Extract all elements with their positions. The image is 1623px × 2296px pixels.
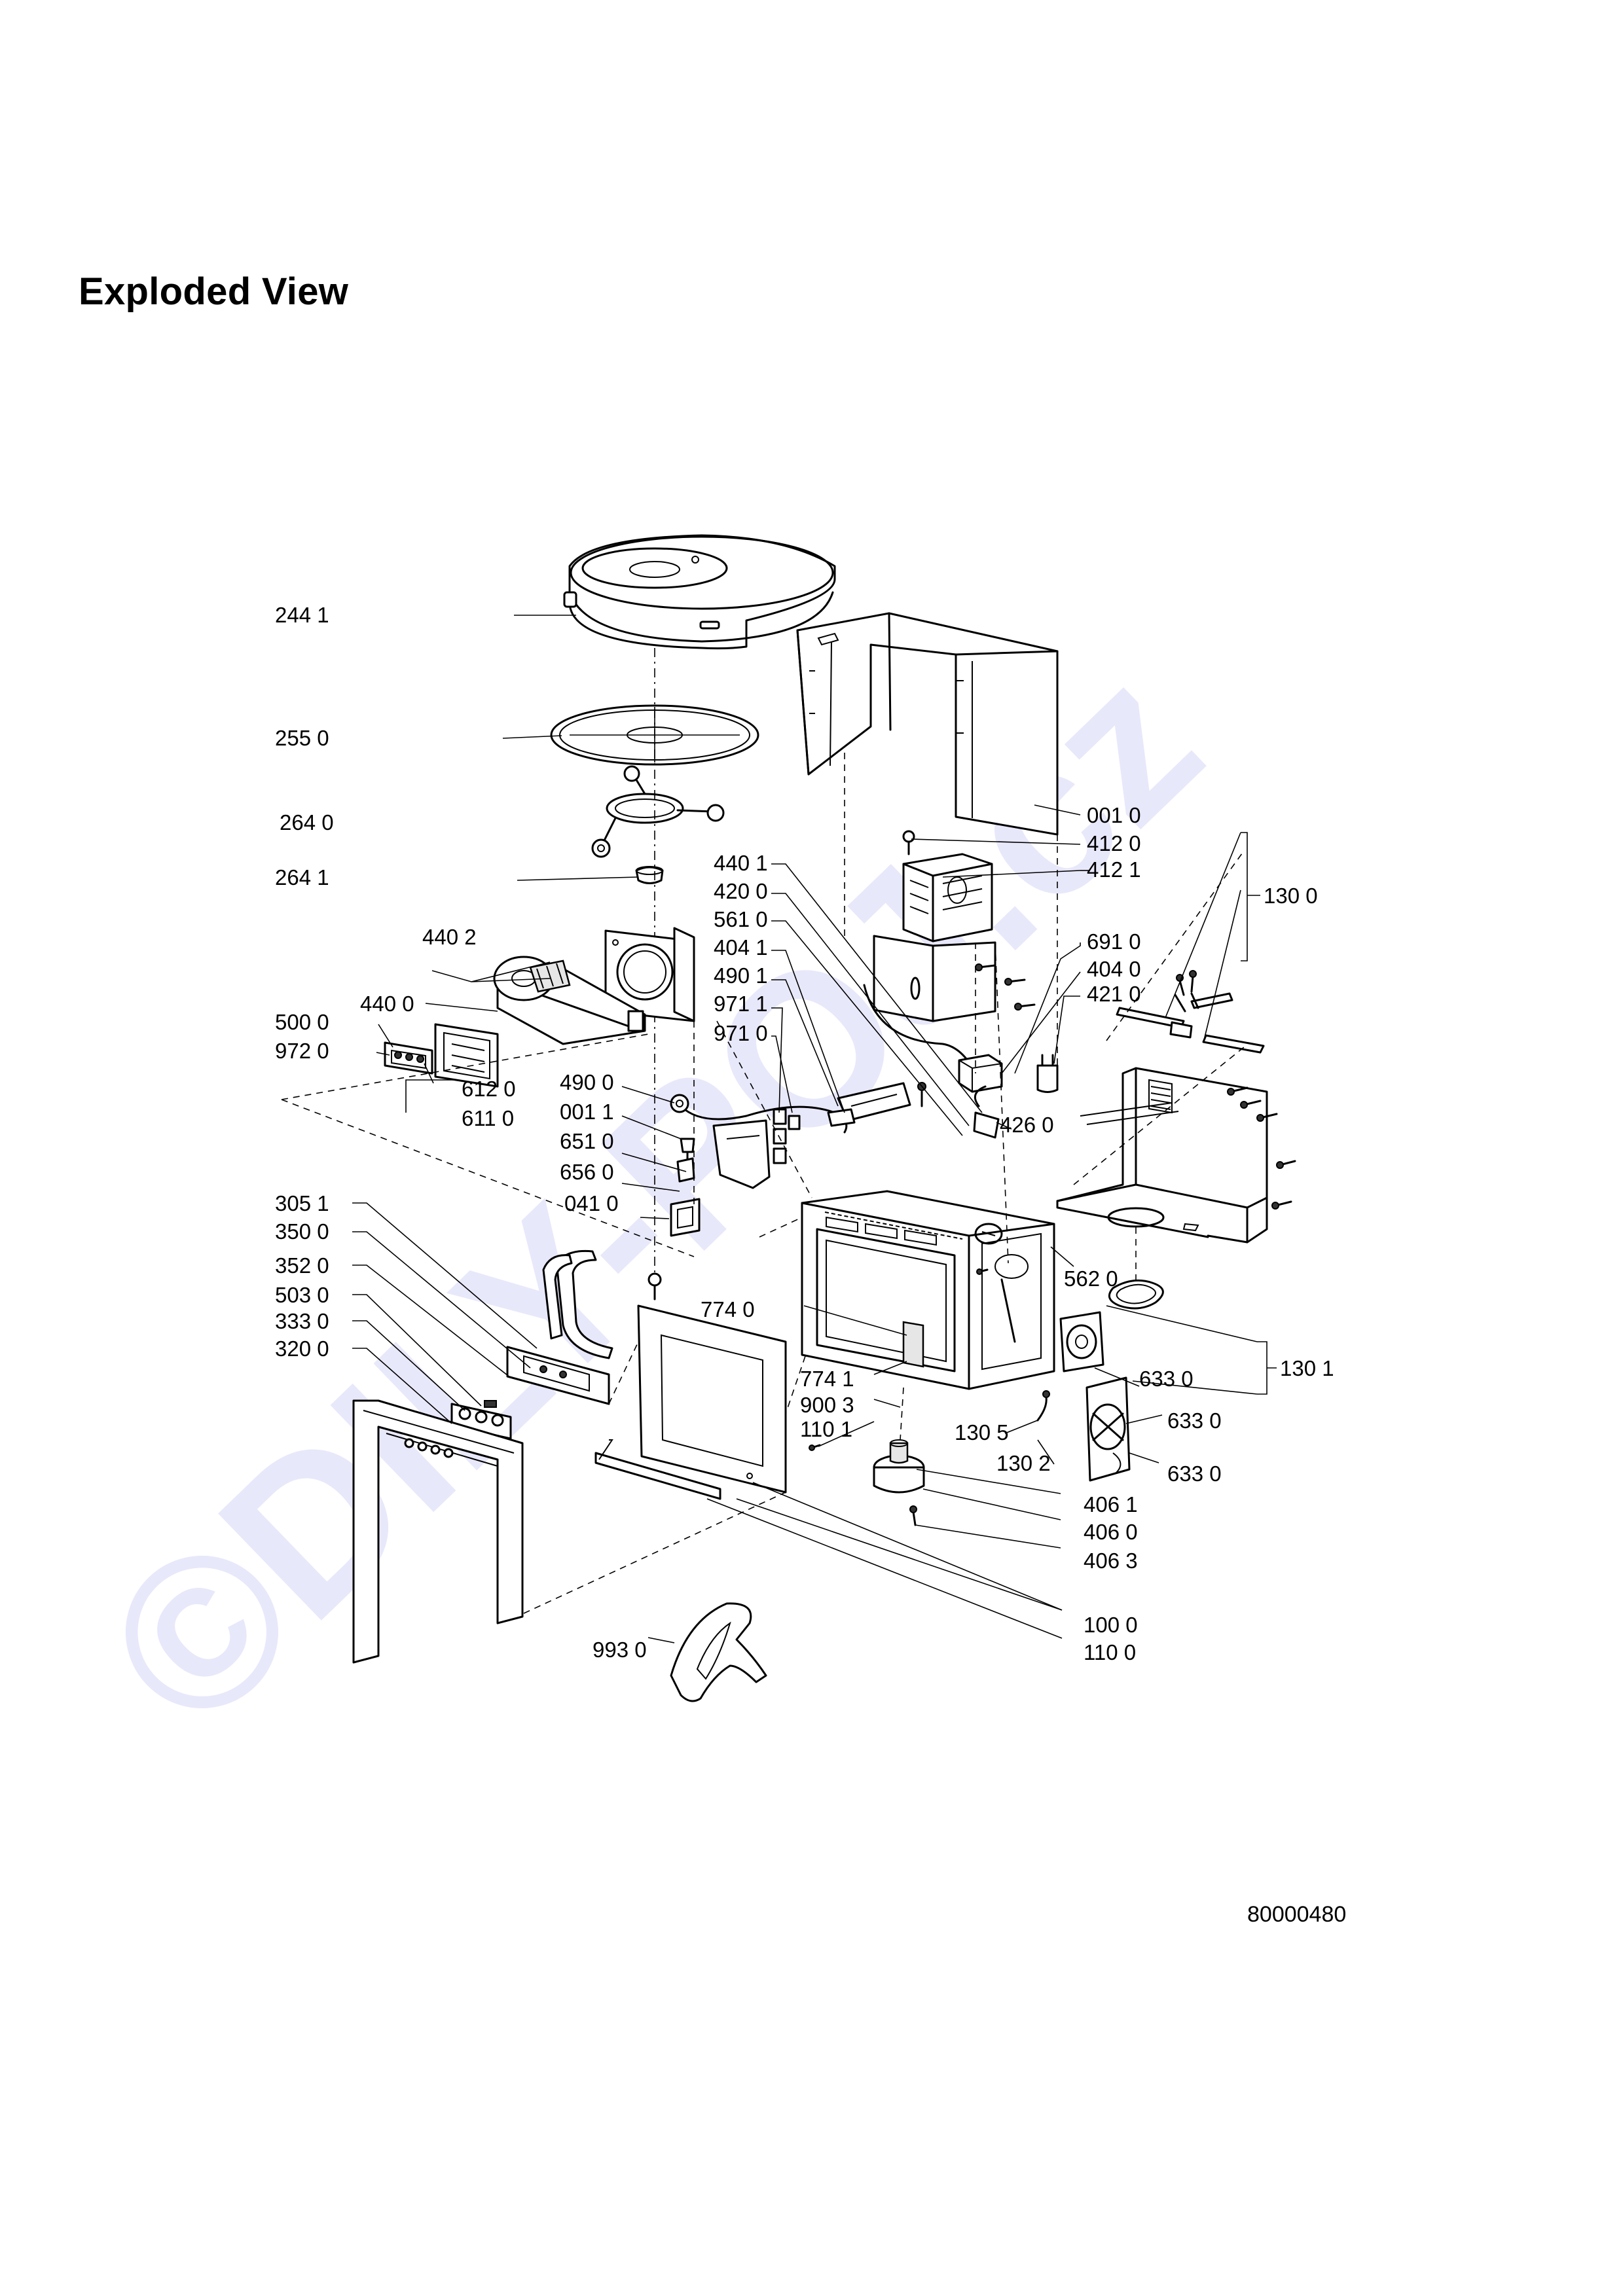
callout-412-1: 412 1: [1087, 857, 1141, 882]
part-top-brackets: [1116, 970, 1265, 1054]
callout-420-0: 420 0: [714, 879, 768, 903]
callout-774-1: 774 1: [800, 1367, 854, 1391]
part-screws-cavity: [647, 1268, 989, 1451]
part-cavity-fan: [974, 1223, 1003, 1245]
callout-993-0: 993 0: [593, 1638, 647, 1662]
part-thermal-protector: [973, 1085, 1000, 1139]
part-fan-motor: [493, 956, 646, 1045]
part-round-gasket: [1108, 1279, 1164, 1310]
callout-333-0: 333 0: [275, 1309, 329, 1333]
callout-426-0: 426 0: [1000, 1113, 1054, 1137]
callout-110-0: 110 0: [1084, 1640, 1136, 1664]
part-transformer: [902, 830, 993, 942]
callout-264-0: 264 0: [280, 810, 334, 834]
callout-320-0: 320 0: [275, 1336, 329, 1361]
callout-130-0: 130 0: [1264, 884, 1318, 908]
part-outer-cabinet: [796, 612, 1059, 836]
callout-130-2: 130 2: [996, 1451, 1051, 1475]
callout-562-0: 562 0: [1064, 1266, 1118, 1291]
part-turntable-motor: [873, 1439, 925, 1526]
callout-404-1: 404 1: [714, 935, 768, 960]
callout-041-0: 041 0: [564, 1191, 619, 1215]
part-switch-module: [384, 1041, 433, 1075]
callout-503-0: 503 0: [275, 1283, 329, 1307]
callout-972-0: 972 0: [275, 1039, 329, 1063]
callout-490-0: 490 0: [560, 1070, 614, 1094]
callout-612-0: 612 0: [462, 1077, 516, 1101]
part-bracket-041: [670, 1198, 701, 1237]
assembly-lines: [281, 753, 1245, 1614]
part-lamp-harness: [670, 1094, 856, 1134]
callout-130-1: 130 1: [1280, 1356, 1334, 1380]
callout-244-1: 244 1: [275, 603, 329, 627]
part-transformer-bracket: [873, 935, 996, 1022]
callout-971-0: 971 0: [714, 1021, 768, 1045]
callout-001-1: 001 1: [560, 1100, 614, 1124]
callout-490-1: 490 1: [714, 963, 768, 988]
callout-561-0: 561 0: [714, 907, 768, 931]
part-cover-dome: [563, 534, 836, 650]
part-hv-wiring: [863, 984, 1003, 1093]
callout-406-0: 406 0: [1084, 1520, 1138, 1544]
part-screws-side: [1227, 1086, 1296, 1210]
callout-labels: 244 1 255 0 264 0 264 1 440 2 440 0 500 …: [275, 603, 1334, 1664]
callout-656-0: 656 0: [560, 1160, 614, 1184]
part-fan-module-upper: [1059, 1311, 1104, 1372]
callout-633-0-c: 633 0: [1167, 1462, 1222, 1486]
callout-421-0: 421 0: [1087, 982, 1141, 1006]
callout-305-1: 305 1: [275, 1191, 329, 1215]
part-interlock-switches: [712, 1108, 801, 1189]
callout-500-0: 500 0: [275, 1010, 329, 1034]
callout-440-2: 440 2: [422, 925, 477, 949]
callout-633-0-b: 633 0: [1167, 1408, 1222, 1433]
callout-440-0: 440 0: [360, 992, 414, 1016]
part-control-board: [434, 1023, 499, 1088]
part-fan-module-lower: [1085, 1376, 1131, 1482]
part-side-panel: [1056, 1067, 1268, 1244]
callout-406-3: 406 3: [1084, 1549, 1138, 1573]
callout-971-1: 971 1: [714, 992, 768, 1016]
page-title: Exploded View: [79, 270, 349, 313]
callout-406-1: 406 1: [1084, 1492, 1138, 1516]
part-roller-ring: [591, 765, 725, 858]
callout-404-0: 404 0: [1087, 957, 1141, 981]
callout-412-0: 412 0: [1087, 831, 1141, 855]
part-thermostat: [1036, 1390, 1050, 1422]
callout-774-0: 774 0: [701, 1297, 755, 1321]
callout-255-0: 255 0: [275, 726, 329, 750]
callout-691-0: 691 0: [1087, 929, 1141, 954]
part-ribbon-cable: [542, 1249, 613, 1359]
part-motor-bracket: [604, 927, 695, 1022]
part-hv-capacitor: [1036, 1054, 1059, 1093]
callout-001-0: 001 0: [1087, 803, 1141, 827]
callout-440-1: 440 1: [714, 851, 768, 875]
callout-611-0: 611 0: [462, 1106, 514, 1130]
callout-350-0: 350 0: [275, 1219, 329, 1244]
callout-100-0: 100 0: [1084, 1613, 1138, 1637]
part-oven-cavity: [801, 1190, 1055, 1390]
part-stand: [670, 1602, 767, 1702]
document-code: 80000480: [1247, 1902, 1347, 1927]
part-screws-transformer: [975, 963, 1036, 1011]
callout-352-0: 352 0: [275, 1253, 329, 1278]
callout-900-3: 900 3: [800, 1393, 854, 1417]
part-coupler: [635, 866, 664, 884]
part-front-frame: [352, 1399, 524, 1664]
part-keypad: [450, 1400, 512, 1440]
callout-130-5: 130 5: [955, 1420, 1009, 1444]
callout-651-0: 651 0: [560, 1129, 614, 1153]
callout-110-1: 110 1: [800, 1417, 852, 1441]
callout-633-0-a: 633 0: [1139, 1367, 1194, 1391]
part-display-board: [506, 1346, 610, 1405]
callout-264-1: 264 1: [275, 865, 329, 889]
leader-lines: [352, 615, 1277, 1643]
part-door-panel: [637, 1304, 787, 1494]
part-door-bar: [594, 1439, 721, 1500]
